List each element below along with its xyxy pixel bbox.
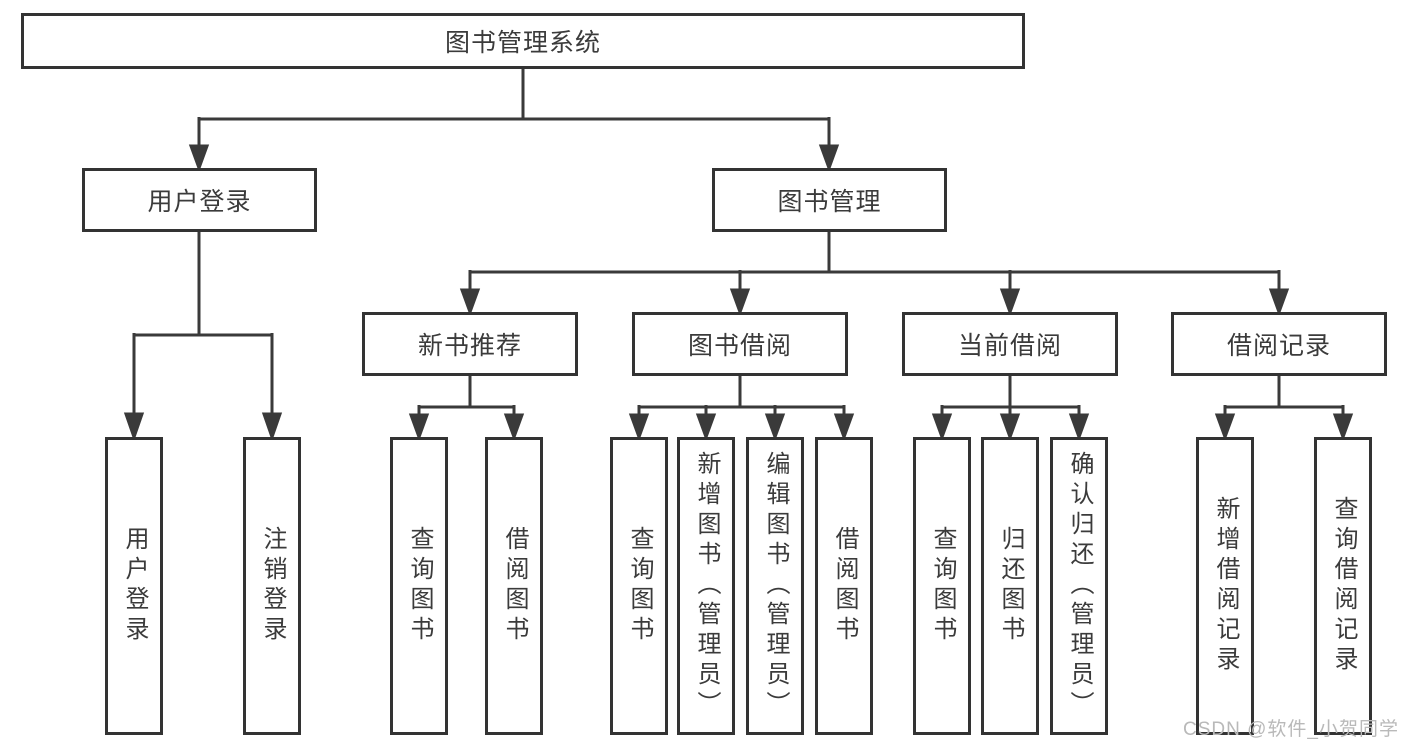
- node-label: 借阅记录: [1226, 332, 1331, 360]
- leaf-query-book-current: 查询图书: [913, 437, 971, 735]
- node-label: 当前借阅: [957, 332, 1062, 360]
- arrowhead: [764, 413, 786, 442]
- node-label: 借阅图书: [501, 526, 528, 646]
- arrowhead: [695, 413, 717, 442]
- node-label: 查询借阅记录: [1330, 496, 1357, 676]
- leaf-confirm-return-admin: 确认归还（管理员）: [1050, 437, 1108, 735]
- node-label: 查询图书: [929, 526, 956, 646]
- node-current-borrow: 当前借阅: [902, 312, 1118, 376]
- node-book-management: 图书管理: [712, 168, 947, 232]
- node-label: 编辑图书（管理员）: [762, 451, 789, 721]
- leaf-add-borrow-record: 新增借阅记录: [1196, 437, 1254, 735]
- node-root: 图书管理系统: [21, 13, 1025, 69]
- arrowhead: [1068, 413, 1090, 442]
- arrowhead: [123, 412, 145, 442]
- arrowhead: [931, 413, 953, 442]
- arrowhead: [833, 413, 855, 442]
- node-label: 查询图书: [406, 526, 433, 646]
- arrowhead: [999, 288, 1021, 317]
- node-label: 图书借阅: [687, 332, 792, 360]
- leaf-logout: 注销登录: [243, 437, 301, 735]
- leaf-add-book-admin: 新增图书（管理员）: [677, 437, 735, 735]
- arrowhead: [729, 288, 751, 317]
- leaf-query-book-borrow: 查询图书: [610, 437, 668, 735]
- leaf-borrow-book: 借阅图书: [815, 437, 873, 735]
- arrowhead: [408, 413, 430, 442]
- node-label: 查询图书: [626, 526, 653, 646]
- node-label: 新增图书（管理员）: [693, 451, 720, 721]
- node-label: 新书推荐: [417, 332, 522, 360]
- arrowhead: [628, 413, 650, 442]
- node-label: 用户登录: [147, 188, 252, 216]
- leaf-user-login: 用户登录: [105, 437, 163, 735]
- arrowhead: [1214, 413, 1236, 442]
- node-label: 确认归还（管理员）: [1066, 451, 1093, 721]
- arrowhead: [503, 413, 525, 442]
- node-label: 借阅图书: [831, 526, 858, 646]
- csdn-watermark: CSDN @软件_小贺同学: [1183, 719, 1399, 740]
- node-label: 新增借阅记录: [1212, 496, 1239, 676]
- node-label: 注销登录: [259, 526, 286, 646]
- node-label: 用户登录: [121, 526, 148, 646]
- arrowhead: [261, 412, 283, 442]
- node-book-borrow: 图书借阅: [632, 312, 848, 376]
- node-borrow-records: 借阅记录: [1171, 312, 1387, 376]
- leaf-borrow-book-recommend: 借阅图书: [485, 437, 543, 735]
- leaf-return-book: 归还图书: [981, 437, 1039, 735]
- arrowhead: [818, 144, 840, 173]
- leaf-query-book-recommend: 查询图书: [390, 437, 448, 735]
- node-new-book-recommend: 新书推荐: [362, 312, 578, 376]
- arrowhead: [1332, 413, 1354, 442]
- leaf-edit-book-admin: 编辑图书（管理员）: [746, 437, 804, 735]
- arrowhead: [999, 413, 1021, 442]
- arrowhead: [1268, 288, 1290, 317]
- arrowhead: [188, 144, 210, 173]
- leaf-query-borrow-record: 查询借阅记录: [1314, 437, 1372, 735]
- node-label: 归还图书: [997, 526, 1024, 646]
- node-label: 图书管理系统: [444, 29, 601, 57]
- node-label: 图书管理: [777, 188, 882, 216]
- node-user-login: 用户登录: [82, 168, 317, 232]
- arrowhead: [459, 288, 481, 317]
